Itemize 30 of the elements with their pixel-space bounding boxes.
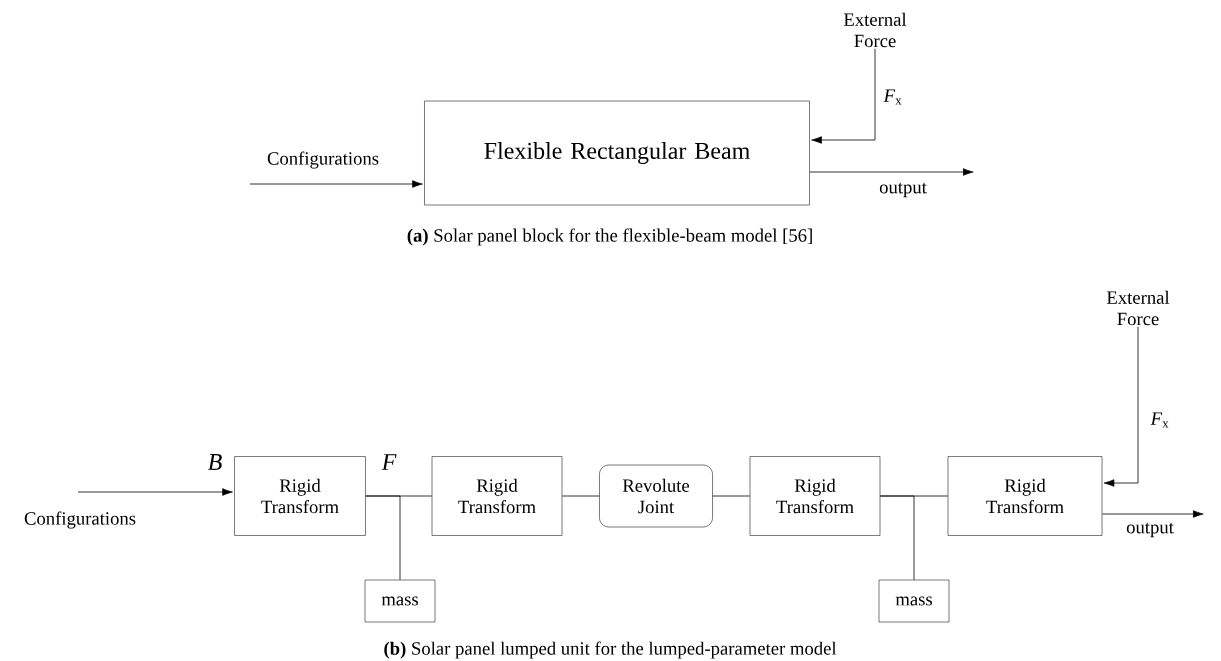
point-label: B bbox=[207, 454, 222, 470]
force-label: External Force bbox=[843, 12, 907, 48]
arrow bbox=[1101, 510, 1204, 518]
mass-box: mass bbox=[364, 579, 436, 623]
arrow bbox=[1103, 326, 1139, 487]
arrow bbox=[809, 168, 974, 176]
connector-line bbox=[365, 495, 401, 581]
edge-label: F$_{x}$ bbox=[1149, 411, 1171, 429]
connector-line bbox=[879, 495, 915, 581]
block-box: Flexible Rectangular Beam bbox=[424, 100, 810, 206]
connector-line bbox=[561, 495, 600, 497]
arrow bbox=[811, 48, 876, 144]
joint-box: Revolute Joint bbox=[599, 464, 713, 528]
edge-label: F$_{x}$ bbox=[882, 88, 904, 106]
block-box: Rigid Transform bbox=[234, 456, 366, 536]
caption: (a) Solar panel block for the flexible-beam model [56] bbox=[407, 228, 812, 246]
edge-label: output bbox=[877, 181, 929, 199]
point-label: F bbox=[381, 454, 397, 470]
connector-line bbox=[712, 495, 751, 497]
force-label: External Force bbox=[1106, 290, 1170, 326]
mass-box: mass bbox=[878, 579, 950, 623]
arrow bbox=[77, 488, 233, 496]
block-box: Rigid Transform bbox=[947, 456, 1103, 536]
edge-label: Configurations bbox=[265, 150, 381, 170]
caption: (b) Solar panel lumped unit for the lumped-parameter model bbox=[384, 641, 837, 659]
arrow bbox=[249, 180, 423, 188]
edge-label: output bbox=[1124, 521, 1176, 539]
block-box: Rigid Transform bbox=[749, 456, 881, 536]
block-box: Rigid Transform bbox=[431, 456, 563, 536]
edge-label: Configurations bbox=[22, 510, 138, 530]
